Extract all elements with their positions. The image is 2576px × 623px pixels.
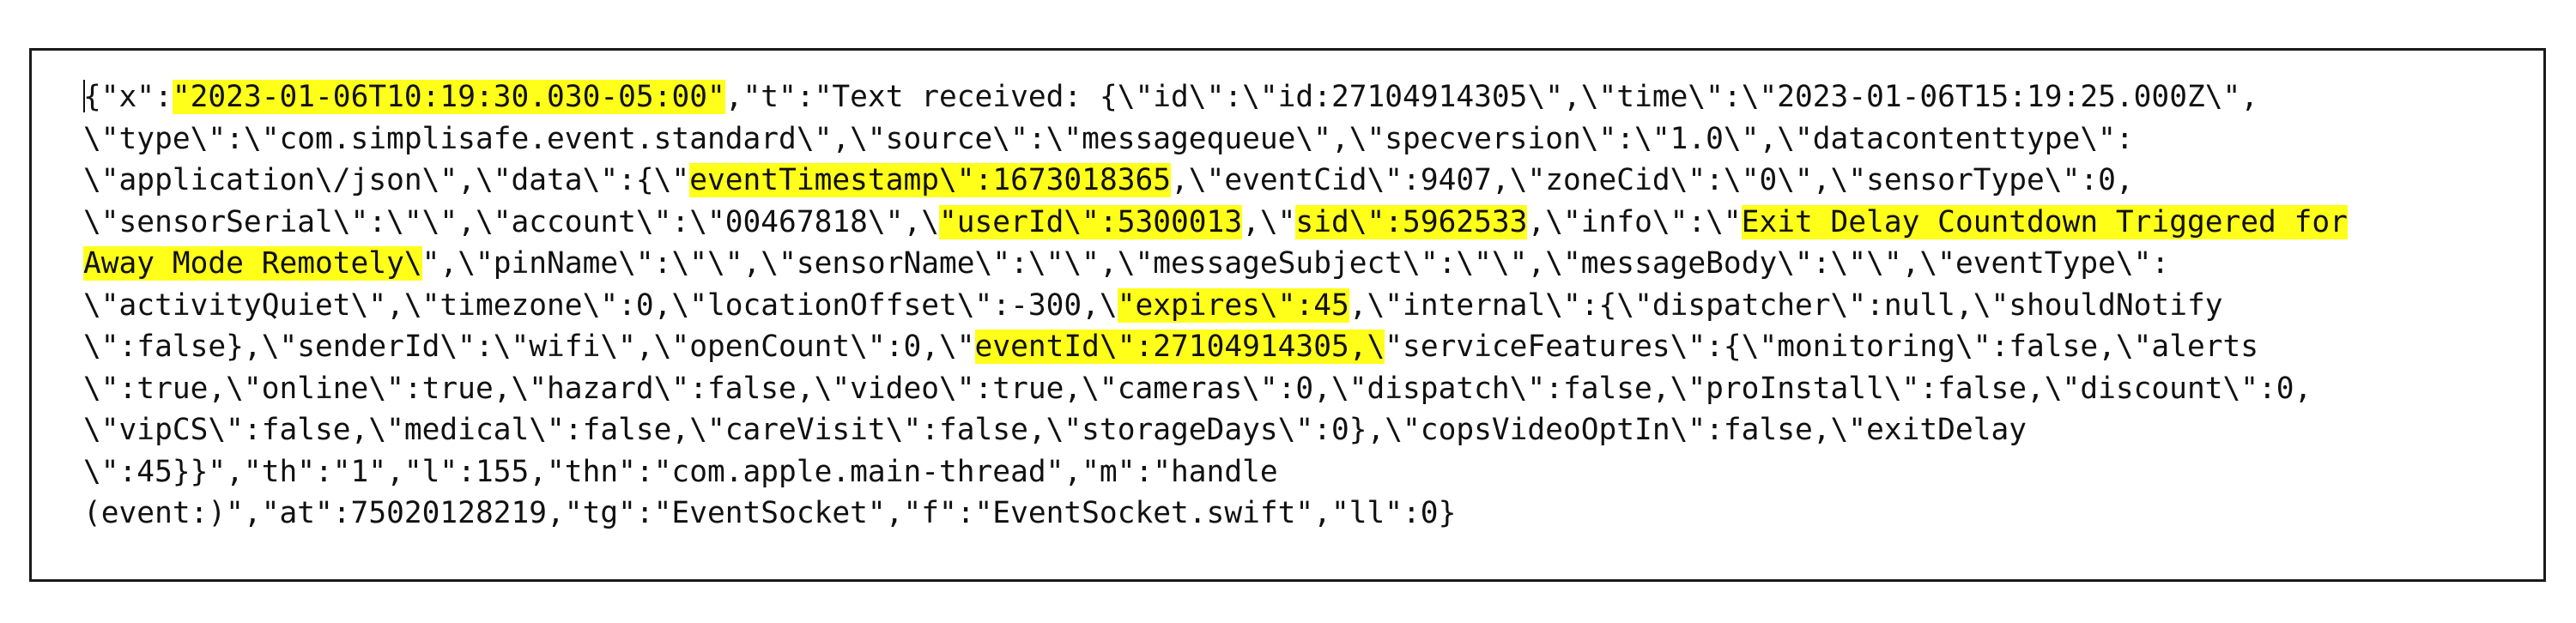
log-line: \"sensorSerial\":\"\",\"account\":\"0046… — [83, 202, 2521, 244]
highlighted-text: "2023-01-06T10:19:30.030-05:00" — [172, 80, 725, 114]
log-line: \":false},\"senderId\":\"wifi\",\"openCo… — [83, 326, 2521, 368]
log-text-segment: ,\"eventCid\":9407,\"zoneCid\":\"0\",\"s… — [1171, 163, 2134, 197]
log-text-segment: \":45}}","th":"1","l":155,"thn":"com.app… — [83, 454, 1278, 489]
log-text-segment: \"application\/json\",\"data\":{\" — [83, 163, 690, 197]
log-line: \":45}}","th":"1","l":155,"thn":"com.app… — [83, 451, 2521, 493]
log-text-segment: ,\"info\":\" — [1527, 204, 1742, 239]
log-text-segment: {"x": — [83, 80, 173, 114]
log-line: \"application\/json\",\"data\":{\"eventT… — [83, 160, 2521, 202]
log-text-body[interactable]: {"x":"2023-01-06T10:19:30.030-05:00","t"… — [83, 76, 2521, 535]
highlighted-text: "expires\":45 — [1117, 287, 1349, 323]
log-line: \"vipCS\":false,\"medical\":false,\"care… — [83, 409, 2521, 451]
highlighted-text: sid\":5962533 — [1295, 204, 1528, 239]
highlighted-text: Away Mode Remotely\ — [83, 246, 422, 281]
log-text-segment: \":true,\"online\":true,\"hazard\":false… — [83, 371, 2312, 406]
log-line: {"x":"2023-01-06T10:19:30.030-05:00","t"… — [83, 76, 2521, 118]
log-text-segment: ,"t":"Text received: {\"id\":\"id:271049… — [724, 80, 2259, 114]
log-text-segment: \"type\":\"com.simplisafe.event.standard… — [83, 121, 2134, 156]
highlighted-text: eventId\":27104914305,\ — [974, 330, 1385, 364]
log-text-frame: {"x":"2023-01-06T10:19:30.030-05:00","t"… — [29, 48, 2546, 582]
log-text-segment: ,\" — [1242, 204, 1296, 239]
log-line: Away Mode Remotely\",\"pinName\":\"\",\"… — [83, 243, 2521, 285]
highlighted-text: Exit Delay Countdown Triggered for — [1741, 204, 2348, 239]
log-text-segment: \"activityQuiet\",\"timezone\":0,\"locat… — [83, 287, 1118, 323]
log-text-segment: ,\"internal\":{\"dispatcher\":null,\"sho… — [1349, 287, 2223, 323]
log-text-segment: \":false},\"senderId\":\"wifi\",\"openCo… — [83, 330, 975, 364]
text-cursor — [83, 80, 85, 112]
log-line: (event:)","at":75020128219,"tg":"EventSo… — [83, 493, 2521, 535]
log-text-segment: "serviceFeatures\":{\"monitoring\":false… — [1385, 330, 2259, 364]
log-text-segment: (event:)","at":75020128219,"tg":"EventSo… — [83, 496, 1457, 530]
log-line: \"activityQuiet\",\"timezone\":0,\"locat… — [83, 285, 2521, 327]
log-text-segment: \"vipCS\":false,\"medical\":false,\"care… — [83, 413, 2027, 447]
highlighted-text: eventTimestamp\":1673018365 — [689, 163, 1172, 197]
log-text-segment: ",\"pinName\":\"\",\"sensorName\":\"\",\… — [421, 246, 2170, 281]
log-line: \":true,\"online\":true,\"hazard\":false… — [83, 368, 2521, 410]
log-text-segment: \"sensorSerial\":\"\",\"account\":\"0046… — [83, 204, 939, 239]
log-line: \"type\":\"com.simplisafe.event.standard… — [83, 118, 2521, 160]
highlighted-text: "userId\":5300013 — [939, 204, 1243, 239]
